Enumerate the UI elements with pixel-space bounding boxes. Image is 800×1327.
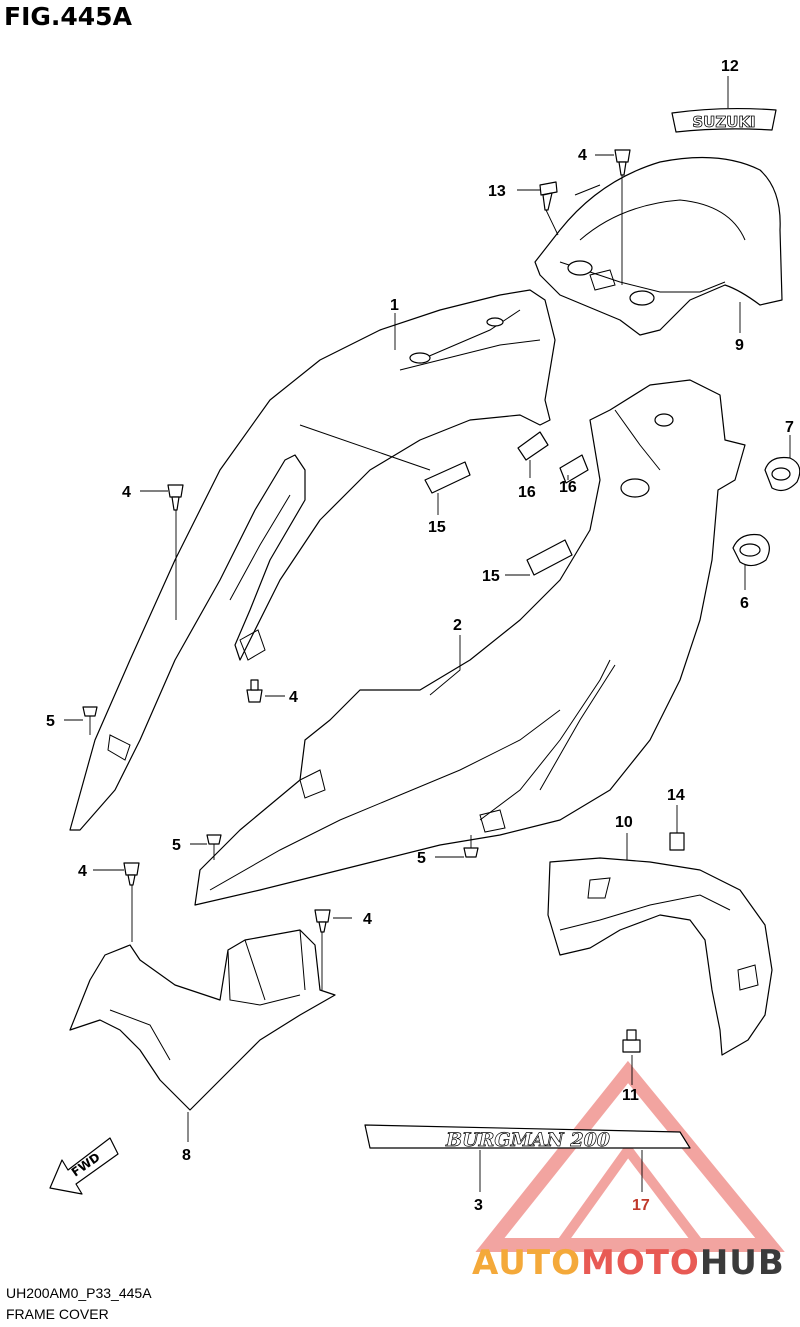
screw-5-left (82, 706, 98, 735)
callout-11: 11 (622, 1087, 639, 1104)
watermark-auto: AUTO (472, 1243, 581, 1283)
front-lower-cover-part (69, 929, 336, 1111)
callout-4-left: 4 (122, 484, 131, 501)
screw-5-mid (206, 834, 222, 860)
callout-5-mid: 5 (172, 837, 181, 854)
callout-10: 10 (615, 814, 633, 831)
callout-8: 8 (182, 1147, 191, 1164)
clip-4-top (614, 149, 631, 176)
suzuki-emblem-part: SUZUKI (671, 107, 777, 133)
figure-title: FIG.445A (4, 2, 132, 31)
callout-4-lowerleft: 4 (78, 863, 87, 880)
rear-lower-cover-part (547, 857, 773, 1056)
grommet-7 (764, 456, 800, 492)
callout-4-lowerright: 4 (363, 911, 372, 928)
callout-16-right: 16 (559, 479, 577, 496)
screw-13 (539, 181, 558, 211)
callout-2: 2 (453, 617, 462, 634)
callout-4-top: 4 (578, 147, 587, 164)
callout-16-left: 16 (518, 484, 536, 501)
callout-13: 13 (488, 183, 506, 200)
watermark-logo: AUTOMOTOHUB (472, 1243, 785, 1283)
callout-6: 6 (740, 595, 749, 612)
clip-11 (622, 1029, 641, 1053)
nut-14 (669, 832, 685, 851)
cushion-pad-16a (517, 431, 549, 461)
watermark-hub: HUB (699, 1243, 785, 1283)
callout-17: 17 (632, 1197, 650, 1214)
callout-1: 1 (390, 297, 399, 314)
screw-5-right (463, 835, 479, 858)
cushion-pad-16b (559, 454, 589, 484)
clip-4-left (167, 484, 184, 511)
callout-12: 12 (721, 58, 739, 75)
watermark-triangle-icon (475, 1060, 785, 1252)
callout-9: 9 (735, 337, 744, 354)
rear-upper-cover-part (534, 156, 783, 336)
right-frame-cover-part (194, 379, 746, 906)
callout-14: 14 (667, 787, 685, 804)
suzuki-emblem-text: SUZUKI (692, 113, 755, 131)
watermark-moto: MOTO (580, 1243, 700, 1283)
burgman-emblem-part: BURGMAN 200 (364, 1124, 691, 1151)
clip-4-lowerleft (123, 862, 140, 886)
cushion-pad-15a (424, 461, 471, 494)
callout-7: 7 (785, 419, 794, 436)
clip-4-lowerright (314, 909, 331, 933)
callout-15-lower: 15 (482, 568, 500, 585)
burgman-emblem-text: BURGMAN 200 (445, 1129, 610, 1151)
figure-code: UH200AM0_P33_445A (6, 1285, 152, 1301)
fwd-arrow-icon: FWD (49, 1137, 119, 1195)
grommet-6 (732, 533, 770, 567)
figure-name: FRAME COVER (6, 1306, 109, 1322)
callout-5-left: 5 (46, 713, 55, 730)
cushion-pad-15b (526, 539, 573, 576)
leader-lines (64, 76, 791, 1192)
callout-15-upper: 15 (428, 519, 446, 536)
callout-5-right: 5 (417, 850, 426, 867)
callout-3: 3 (474, 1197, 483, 1214)
left-frame-cover-part (69, 289, 556, 831)
callout-4-mid: 4 (289, 689, 298, 706)
clip-4-mid (246, 679, 263, 703)
